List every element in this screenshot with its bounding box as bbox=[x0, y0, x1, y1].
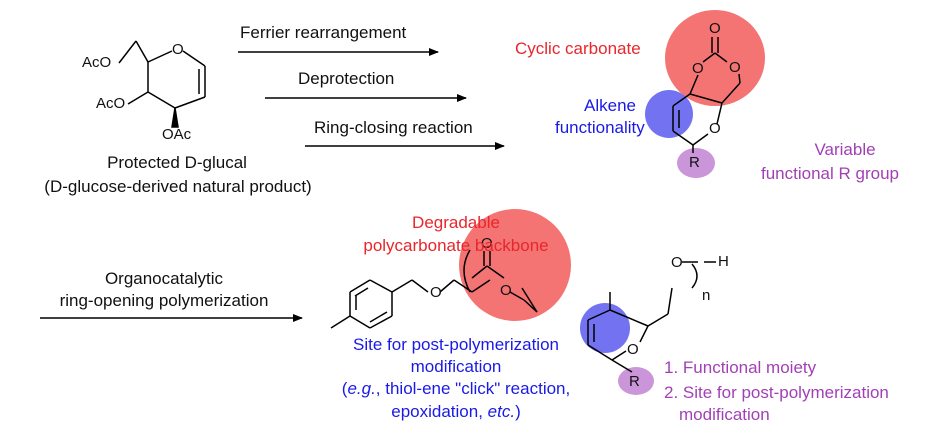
monomer-atom-carbonyl-o: O bbox=[709, 20, 721, 37]
polymer-atom-o-benzyl: O bbox=[430, 284, 442, 301]
alkene-highlight bbox=[645, 90, 693, 138]
alkene-label-line2: functionality bbox=[555, 118, 645, 137]
polymerization-label-line2: ring-opening polymerization bbox=[59, 291, 269, 310]
r-item1-label: 1. Functional moiety bbox=[664, 358, 817, 377]
reagent-origin-open: ( bbox=[44, 177, 50, 196]
monomer-atom-o-left: O bbox=[692, 60, 704, 77]
polymer-atom-h: H bbox=[718, 253, 729, 270]
polymer-atom-n: n bbox=[702, 287, 711, 304]
site-label-line2: modification bbox=[410, 357, 502, 376]
step-ferrier-label: Ferrier rearrangement bbox=[240, 23, 407, 42]
polymer-structure bbox=[330, 249, 716, 373]
polymer-atom-ring-o: O bbox=[627, 341, 639, 358]
polymer-atom-o-ring-side: O bbox=[500, 282, 512, 299]
r-item2-label-line2: modification bbox=[679, 405, 770, 424]
reagent-origin: (D-glucose-derived natural product) bbox=[0, 176, 356, 197]
r-group-label-line1: Variable bbox=[814, 140, 876, 159]
site-label-open-paren: ( bbox=[341, 379, 348, 398]
reagent-name-d: D bbox=[184, 153, 197, 172]
alkene-label-line1: Alkene bbox=[584, 96, 636, 115]
site-label-line4: epoxidation, etc.) bbox=[318, 401, 594, 422]
polymer-atom-carbonyl-o: O bbox=[481, 235, 493, 252]
reagent-origin-d: D bbox=[49, 177, 63, 196]
site-label-eg: e.g. bbox=[347, 379, 376, 398]
backbone-highlight bbox=[459, 209, 571, 321]
site-label-line3-rest: , thiol-ene "click" reaction, bbox=[375, 379, 571, 398]
reagent-name-prefix: Protected bbox=[107, 153, 185, 172]
r-group-label-line2: functional R group bbox=[761, 164, 899, 183]
reagent-origin-suffix: -glucose-derived natural product) bbox=[62, 177, 312, 196]
polymer-atom-r: R bbox=[629, 373, 640, 390]
cyclic-carbonate-label: Cyclic carbonate bbox=[515, 39, 641, 58]
glucal-structure bbox=[118, 40, 206, 128]
backbone-label-line2: polycarbonate backbone bbox=[363, 236, 549, 255]
monomer-atom-o-right: O bbox=[729, 59, 741, 76]
site-label-line1: Site for post-polymerization bbox=[353, 335, 559, 354]
site-label-line4-post: ) bbox=[515, 402, 521, 421]
monomer-atom-r: R bbox=[689, 154, 700, 171]
monomer-atom-ring-o: O bbox=[709, 120, 721, 137]
backbone-label-line1: Degradable bbox=[412, 213, 500, 232]
atom-aco-mid: AcO bbox=[96, 95, 126, 112]
site-label-etc: etc. bbox=[487, 402, 516, 421]
atom-aco-top: AcO bbox=[82, 54, 112, 71]
r-group-highlight bbox=[677, 148, 715, 178]
polymer-r-group-highlight bbox=[618, 367, 654, 395]
reagent-name: Protected D-glucal bbox=[52, 152, 302, 173]
atom-ring-o: O bbox=[172, 41, 184, 58]
reagent-name-suffix: -glucal bbox=[196, 153, 247, 172]
step-ring-closing-label: Ring-closing reaction bbox=[314, 118, 473, 137]
monomer-structure bbox=[672, 37, 741, 153]
step-deprotection-label: Deprotection bbox=[298, 69, 395, 88]
polymer-alkene-highlight bbox=[580, 303, 630, 353]
r-item2-label: 2. Site for post-polymerization bbox=[664, 383, 889, 402]
atom-oac: OAc bbox=[162, 126, 192, 143]
site-label-line4-pre: epoxidation, bbox=[391, 402, 488, 421]
site-label-line3: (e.g., thiol-ene "click" reaction, bbox=[318, 378, 594, 399]
polymer-atom-o-end: O bbox=[671, 254, 683, 271]
polymerization-label-line1: Organocatalytic bbox=[104, 269, 224, 288]
